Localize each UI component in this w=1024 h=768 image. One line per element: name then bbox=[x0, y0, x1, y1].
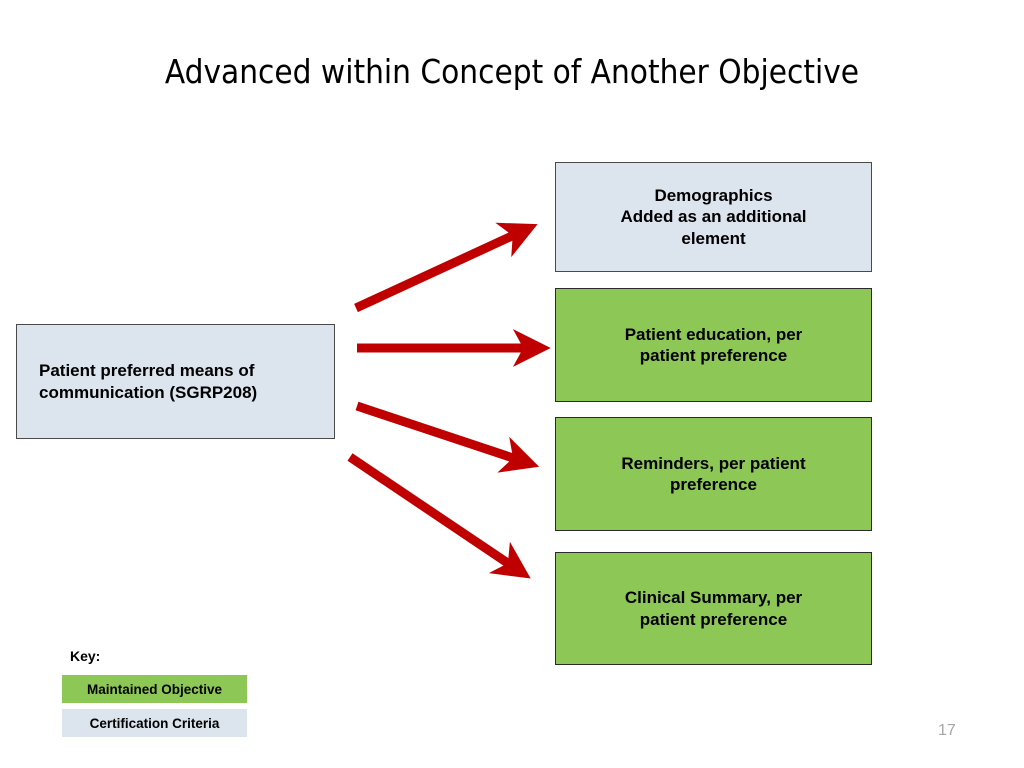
arrow-to-reminders-icon bbox=[355, 401, 540, 473]
key-item-certification-criteria: Certification Criteria bbox=[62, 709, 247, 737]
node-clinical-label: Clinical Summary, per patient preference bbox=[624, 588, 803, 629]
page-number: 17 bbox=[938, 722, 956, 739]
key-item-maintained-objective-label: Maintained Objective bbox=[86, 681, 223, 697]
arrow-to-clinical-icon bbox=[347, 453, 531, 579]
node-reminders[interactable]: Reminders, per patient preference bbox=[555, 417, 872, 531]
key-item-certification-criteria-label: Certification Criteria bbox=[89, 715, 220, 731]
arrow-to-demographics-icon bbox=[354, 222, 538, 313]
page-title: Advanced within Concept of Another Objec… bbox=[164, 52, 860, 91]
node-clinical-summary[interactable]: Clinical Summary, per patient preference bbox=[555, 552, 872, 665]
node-demographics[interactable]: Demographics Added as an additional elem… bbox=[555, 162, 872, 272]
node-patient-education[interactable]: Patient education, per patient preferenc… bbox=[555, 288, 872, 402]
key-item-maintained-objective: Maintained Objective bbox=[62, 675, 247, 703]
node-reminders-label: Reminders, per patient preference bbox=[621, 453, 806, 494]
node-patient-preferred-means[interactable]: Patient preferred means of communication… bbox=[16, 324, 335, 439]
node-source-label: Patient preferred means of communication… bbox=[39, 361, 258, 402]
node-education-label: Patient education, per patient preferenc… bbox=[624, 324, 803, 365]
node-demographics-label: Demographics Added as an additional elem… bbox=[620, 186, 807, 248]
key-title: Key: bbox=[70, 648, 101, 664]
